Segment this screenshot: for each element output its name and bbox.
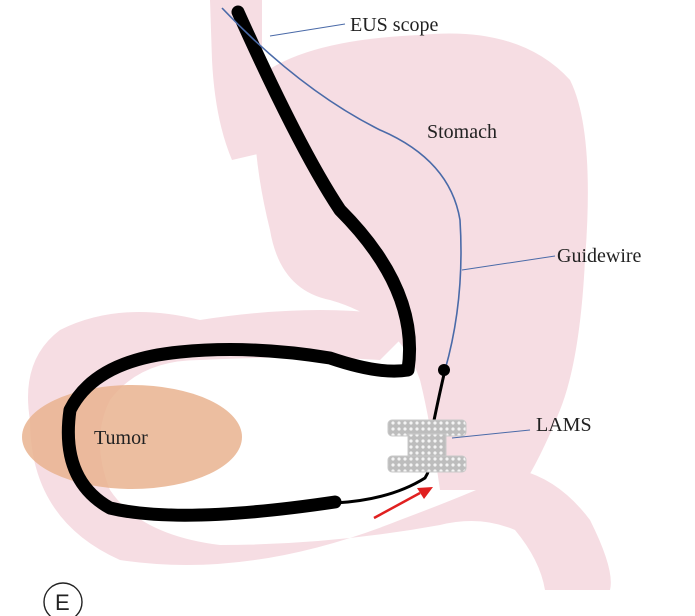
stomach-label: Stomach	[427, 122, 497, 142]
panel-letter: E	[55, 592, 70, 614]
eus-scope-label: EUS scope	[350, 15, 438, 35]
eus-scope-leader	[270, 24, 345, 36]
guidewire-tip-ball	[438, 364, 450, 376]
tumor-label: Tumor	[94, 428, 148, 448]
lams-label: LAMS	[536, 415, 592, 435]
guidewire-label: Guidewire	[557, 246, 641, 266]
